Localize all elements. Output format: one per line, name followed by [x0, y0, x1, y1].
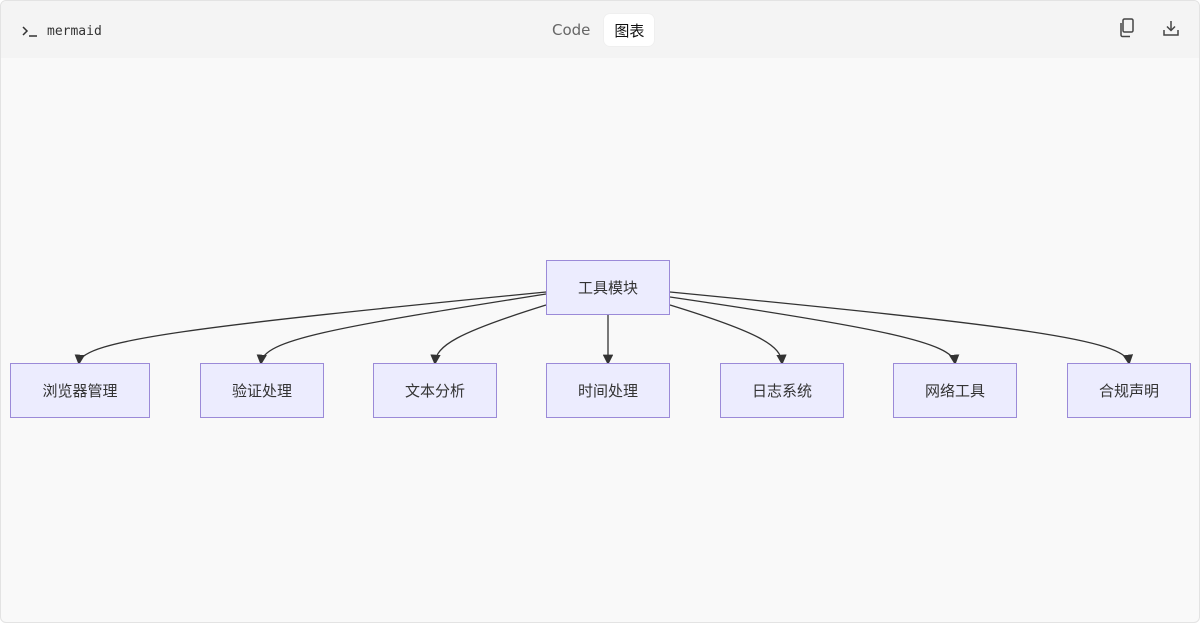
copy-button[interactable] — [1116, 17, 1138, 39]
node-logging: 日志系统 — [720, 363, 844, 418]
node-compliance: 合规声明 — [1067, 363, 1191, 418]
node-root: 工具模块 — [546, 260, 670, 315]
node-network-tools: 网络工具 — [893, 363, 1017, 418]
edge-root-to-c2 — [256, 293, 547, 366]
download-button[interactable] — [1160, 17, 1182, 39]
edges-layer — [74, 291, 1134, 366]
tab-code[interactable]: Code — [552, 21, 591, 39]
terminal-prompt-icon — [22, 26, 37, 37]
edge-root-to-c5 — [669, 304, 787, 366]
node-verification: 验证处理 — [200, 363, 324, 418]
edge-root-to-c1 — [74, 291, 547, 366]
edge-root-to-c7 — [669, 291, 1134, 366]
tab-diagram[interactable]: 图表 — [604, 14, 655, 46]
copy-icon — [1120, 18, 1134, 38]
edge-root-to-c6 — [669, 296, 960, 366]
download-icon — [1163, 21, 1179, 36]
node-time-processing: 时间处理 — [546, 363, 670, 418]
language-label: mermaid — [47, 23, 102, 39]
language-indicator: mermaid — [21, 21, 102, 41]
node-browser-management: 浏览器管理 — [10, 363, 150, 418]
view-tabs: Code 图表 — [542, 14, 655, 46]
edge-root-to-c3 — [430, 304, 547, 366]
diagram-canvas: 工具模块 浏览器管理 验证处理 文本分析 时间处理 日志系统 网络工具 合规声明 — [1, 58, 1199, 622]
node-text-analysis: 文本分析 — [373, 363, 497, 418]
toolbar: mermaid Code 图表 — [1, 1, 1199, 58]
